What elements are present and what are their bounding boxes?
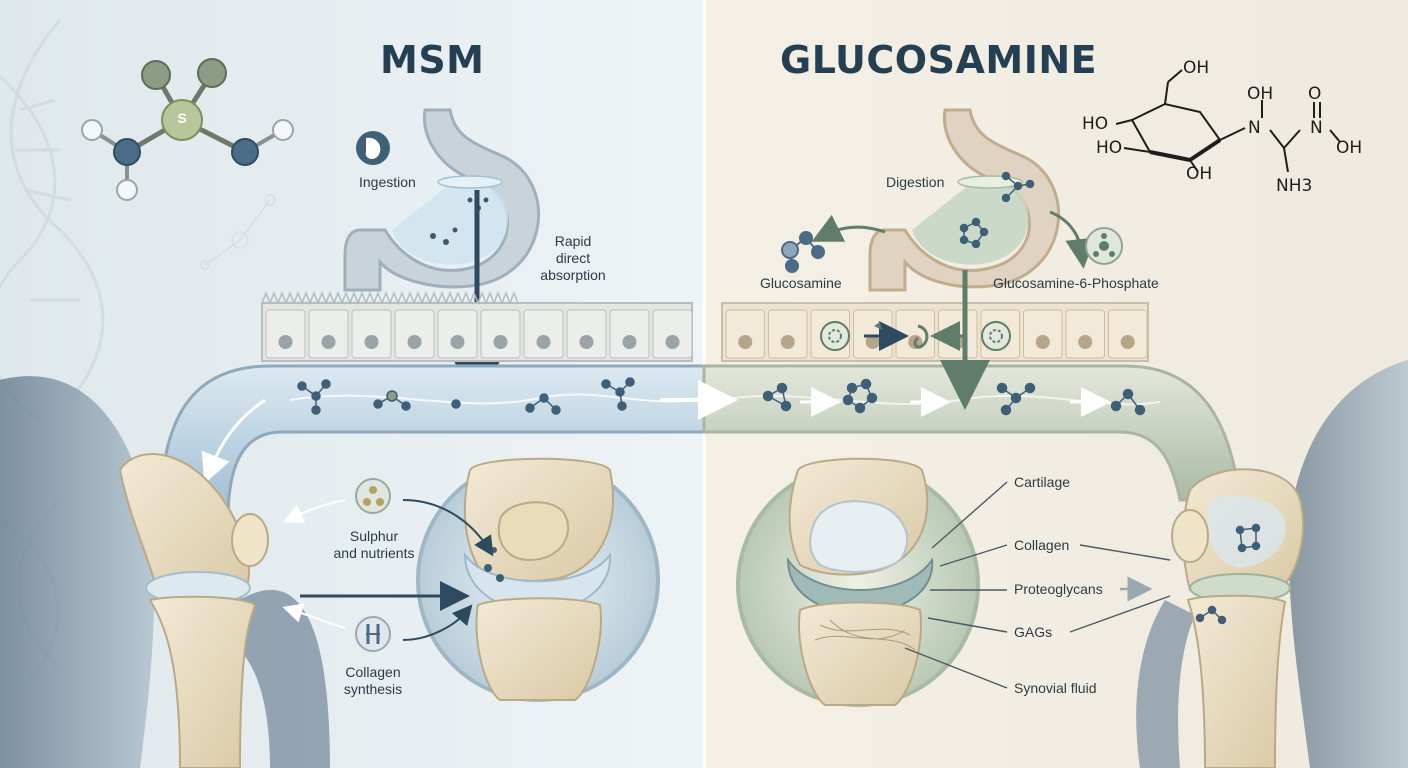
enterocyte-cell [1065, 309, 1105, 359]
enterocyte-cell [609, 309, 650, 359]
msm-sulfur-atom-label: S [177, 110, 187, 126]
chem-ho-left-1: HO [1082, 114, 1109, 134]
cell-nucleus [1078, 335, 1093, 349]
enterocyte-cell [853, 309, 893, 359]
glucosamine-title: GLUCOSAMINE [780, 38, 1098, 82]
chem-oh-right: OH [1336, 138, 1363, 158]
cell-nucleus [536, 335, 551, 349]
glucosamine-callout-lines [904, 481, 1171, 689]
cartilage-label: Cartilage [1014, 474, 1071, 490]
absorption-label-line3: absorption [540, 267, 606, 283]
msm-enterocytes [265, 309, 693, 359]
network-decoration [200, 194, 276, 270]
absorption-label: Rapid direct absorption [528, 233, 618, 284]
collagen-to-joint-arrow [402, 604, 473, 641]
cell-nucleus [364, 335, 379, 349]
ingestion-icon [356, 131, 390, 165]
cell-nucleus [1120, 335, 1135, 349]
collagen-synthesis-line1: Collagen [345, 664, 401, 680]
enterocyte-cell [725, 309, 765, 359]
enterocyte-cell [768, 309, 808, 359]
cell-nucleus [780, 335, 795, 349]
vessel-flow-streak [289, 393, 701, 405]
vessel-molecules [297, 377, 1146, 416]
enterocyte-cell [265, 309, 306, 359]
sulphur-to-joint-arrow [402, 499, 494, 557]
sulphur-side-arrow [282, 499, 346, 523]
enterocyte-cell [437, 309, 478, 359]
chem-n1: N [1248, 118, 1261, 138]
enterocyte-cell [394, 309, 435, 359]
collagen-synthesis-line2: synthesis [343, 681, 403, 697]
g6p-icon [1085, 227, 1123, 265]
cell-nucleus [450, 335, 465, 349]
enterocyte-cell [480, 309, 521, 359]
msm-leg-knee [0, 376, 330, 768]
enterocyte-cell [308, 309, 349, 359]
chem-o-top: O [1308, 84, 1322, 104]
msm-molecule-icon [81, 58, 294, 201]
chem-nh3: NH3 [1276, 176, 1313, 196]
cell-nucleus [493, 335, 508, 349]
chem-oh-top: OH [1183, 58, 1210, 78]
cell-nucleus [738, 335, 753, 349]
proteoglycans-label: Proteoglycans [1014, 581, 1103, 597]
synovial-fluid-label: Synovial fluid [1014, 680, 1097, 696]
collagen-synthesis-label: Collagen synthesis [333, 664, 413, 698]
enterocyte-cell [938, 309, 978, 359]
cell-nucleus [278, 335, 293, 349]
enterocyte-cell [652, 309, 693, 359]
enterocyte-cell [523, 309, 564, 359]
cell-nucleus [665, 335, 680, 349]
chem-n2: N [1310, 118, 1323, 138]
sulphur-nutrients-icon [355, 478, 391, 514]
sulphur-label-line1: Sulphur [349, 528, 399, 544]
glucosamine-structure-drawing [1115, 69, 1341, 173]
glucosamine-stomach [868, 108, 1061, 292]
to-glucosamine-arrow [811, 214, 886, 242]
collagen-label: Collagen [1014, 537, 1070, 553]
enterocyte-cell [566, 309, 607, 359]
ingestion-label: Ingestion [359, 174, 416, 190]
digestion-label: Digestion [886, 174, 945, 190]
cell-nucleus [579, 335, 594, 349]
chem-oh-bottom: OH [1186, 164, 1213, 184]
glucosamine-molecule-icon [781, 231, 825, 273]
cell-nucleus [865, 335, 880, 349]
msm-title: MSM [380, 38, 485, 82]
cell-process-icons [820, 321, 1011, 351]
vessel-arrow-left [201, 398, 266, 484]
msm-magnified-joint [416, 457, 660, 702]
cell-nucleus [622, 335, 637, 349]
msm-blood-vessel [158, 364, 706, 522]
absorption-label-line2: direct [555, 250, 591, 266]
to-g6p-arrow [1049, 210, 1096, 269]
chem-ho-left-2: HO [1096, 138, 1123, 158]
g6p-label: Glucosamine-6-Phosphate [993, 275, 1159, 291]
absorption-label-line1: Rapid [554, 233, 592, 249]
collagen-side-arrow [282, 603, 346, 629]
chem-oh-n1: OH [1247, 84, 1274, 104]
enterocyte-cell [1108, 309, 1148, 359]
glucosamine-leg-knee [1136, 360, 1408, 768]
enterocyte-cell [895, 309, 935, 359]
enterocyte-cell [1023, 309, 1063, 359]
cell-nucleus [1035, 335, 1050, 349]
sulphur-label: Sulphur and nutrients [318, 528, 430, 562]
enterocyte-cell [351, 309, 392, 359]
collagen-synthesis-icon [355, 616, 391, 652]
glucosamine-magnified-joint [736, 457, 980, 707]
cell-nucleus [321, 335, 336, 349]
cell-nucleus [407, 335, 422, 349]
gags-label: GAGs [1014, 624, 1053, 640]
glucosamine-label: Glucosamine [760, 275, 842, 291]
sulphur-label-line2: and nutrients [333, 545, 415, 561]
